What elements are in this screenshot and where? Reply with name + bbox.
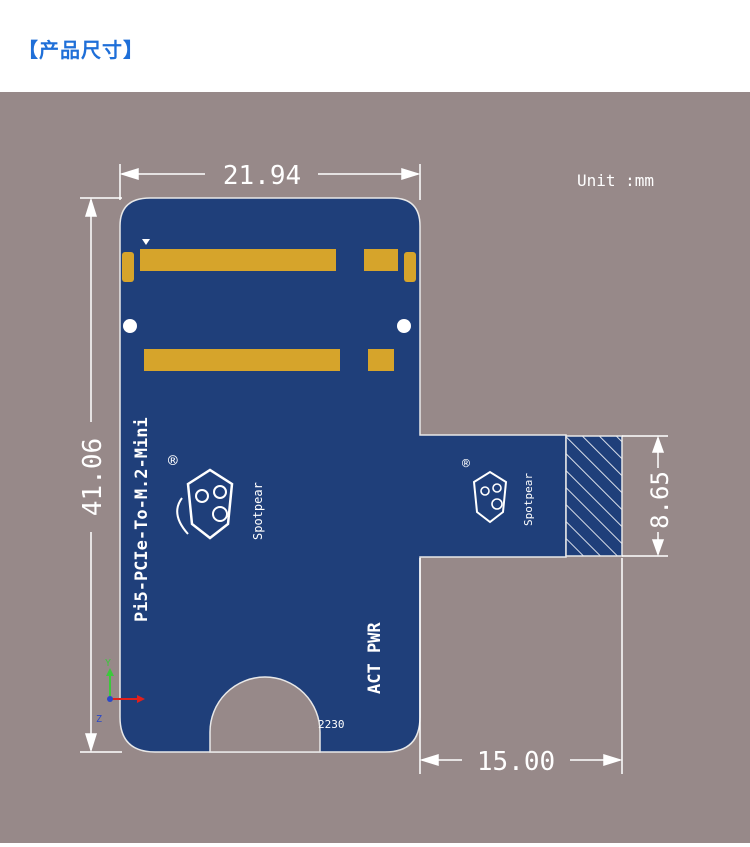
dimension-drawing: Pi5-PCIe-To-M.2-Mini ACT PWR 2230 ® Spot… xyxy=(78,161,674,777)
board-cutout xyxy=(209,676,321,753)
arrow-right-icon xyxy=(401,167,421,181)
pin1-marker xyxy=(142,239,150,245)
pcb-board xyxy=(119,197,567,753)
connector-pins xyxy=(364,249,398,271)
dimension-tab-height-label: 8.65 xyxy=(646,471,674,529)
axis-triad-icon: Y Z xyxy=(96,658,145,725)
header: 【产品尺寸】 xyxy=(0,0,750,92)
gear-icon xyxy=(195,489,209,503)
board-name: Pi5-PCIe-To-M.2-Mini xyxy=(132,417,152,622)
logo-shield-icon xyxy=(186,468,234,540)
arrow-down-icon xyxy=(651,539,665,557)
tab-connector-hatch xyxy=(565,435,623,557)
arrow-left-icon xyxy=(119,167,139,181)
edge-pads-left xyxy=(144,349,340,371)
registered-mark: ® xyxy=(168,451,178,470)
gear-icon xyxy=(213,485,227,499)
gear-icon xyxy=(480,486,490,496)
axis-z-label: Z xyxy=(96,714,102,725)
drawing-area: Pi5-PCIe-To-M.2-Mini ACT PWR 2230 ® Spot… xyxy=(0,92,750,843)
connector-anchor-pad xyxy=(404,252,416,282)
registered-mark: ® xyxy=(462,457,470,472)
dimension-tab-length xyxy=(419,558,623,774)
fpc-connector-top xyxy=(122,239,416,282)
page-title: 【产品尺寸】 xyxy=(18,38,144,62)
arrow-down-icon xyxy=(84,733,98,753)
unit-label: Unit :mm xyxy=(577,171,654,190)
connector-anchor-pad xyxy=(122,252,134,282)
dimension-width xyxy=(119,164,421,200)
gear-icon xyxy=(492,483,502,493)
logo-swoosh-icon xyxy=(176,497,189,535)
arrow-left-icon xyxy=(419,753,439,767)
m2-edge-pads xyxy=(144,349,394,371)
mounting-hole xyxy=(397,319,411,333)
arrow-right-icon xyxy=(603,753,623,767)
dimension-height xyxy=(80,197,122,753)
arrow-up-icon xyxy=(84,197,98,217)
arrow-up-icon xyxy=(651,435,665,453)
spotpear-logo-tab: ® Spotpear xyxy=(462,457,535,526)
dimension-width-label: 21.94 xyxy=(223,161,301,191)
gear-icon xyxy=(491,498,503,510)
board-outline xyxy=(119,197,567,753)
connector-pins xyxy=(140,249,336,271)
mounting-hole xyxy=(123,319,137,333)
axis-y-label: Y xyxy=(105,658,111,669)
dimension-tab-length-label: 15.00 xyxy=(477,747,555,777)
logo-shield-icon xyxy=(472,470,508,524)
brand-label: Spotpear xyxy=(251,482,265,540)
dimension-height-label: 41.06 xyxy=(78,438,108,516)
led-labels: ACT PWR xyxy=(365,622,385,694)
dimension-tab-height xyxy=(622,435,668,557)
brand-label: Spotpear xyxy=(522,473,535,526)
edge-pads-right xyxy=(368,349,394,371)
gear-icon xyxy=(212,506,228,522)
size-code: 2230 xyxy=(318,718,345,731)
spotpear-logo-main: ® Spotpear xyxy=(168,451,265,540)
